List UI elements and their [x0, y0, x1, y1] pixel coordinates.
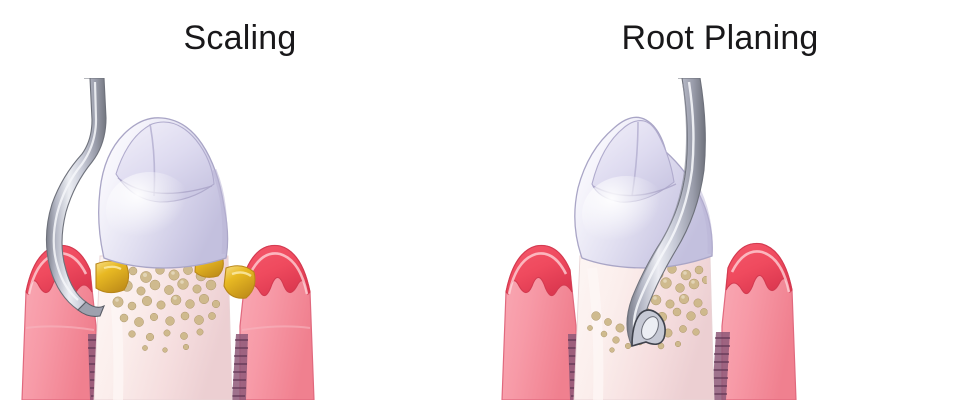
dental-scaler-instrument[interactable] — [45, 78, 107, 317]
calculus-deposit-right-outer — [223, 265, 256, 299]
panel-root-planing: Root Planing — [480, 0, 960, 400]
illustration-scaling — [0, 78, 480, 400]
tooth-crown — [98, 117, 229, 269]
plaque-granules — [108, 265, 221, 353]
periodontal-ligament-right — [232, 334, 248, 400]
panel-title-scaling: Scaling — [183, 19, 297, 57]
panel-title-root-planing: Root Planing — [621, 19, 819, 57]
calculus-deposit-left — [95, 260, 130, 294]
illustration-root-planing — [480, 78, 960, 400]
periodontal-ligament-right — [712, 332, 730, 400]
dental-curette-instrument[interactable] — [626, 78, 706, 348]
gum-tissue-right — [239, 244, 315, 400]
scaler-tip — [77, 301, 106, 317]
gum-tissue-left — [501, 244, 577, 400]
panel-scaling: Scaling — [0, 19, 480, 400]
gum-tissue-right — [721, 242, 797, 400]
